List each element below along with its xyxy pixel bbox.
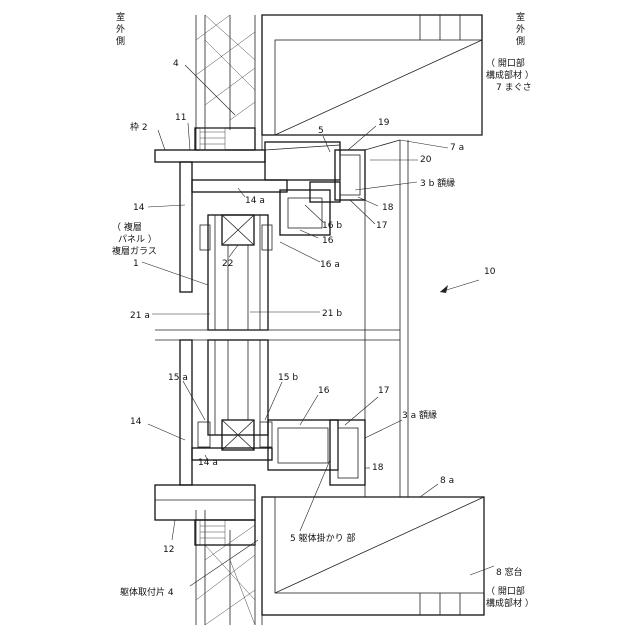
label-17-bot: 17 bbox=[378, 386, 389, 396]
label-17-top: 17 bbox=[376, 221, 387, 231]
label-20: 20 bbox=[420, 155, 432, 165]
label-opening-top-1: （ 開口部 bbox=[486, 57, 525, 69]
label-21a: 21 a bbox=[130, 311, 150, 321]
label-14-top: 14 bbox=[133, 203, 145, 213]
label-16-bot: 16 bbox=[318, 386, 330, 396]
lintel-7 bbox=[262, 15, 482, 135]
label-5-top: 5 bbox=[318, 126, 324, 136]
side-label-left-2: 外 bbox=[116, 23, 125, 35]
label-21b: 21 b bbox=[322, 309, 342, 319]
label-5-bot: 5 躯体掛かり 部 bbox=[290, 532, 355, 544]
label-18-bot: 18 bbox=[372, 463, 384, 473]
side-label-right-2: 外 bbox=[516, 23, 525, 35]
side-label-right-3: 側 bbox=[516, 35, 525, 47]
label-10: 10 bbox=[484, 267, 496, 277]
label-frame-2: 枠 2 bbox=[130, 121, 148, 133]
label-12: 12 bbox=[163, 545, 174, 555]
label-15a: 15 a bbox=[168, 373, 188, 383]
label-opening-top-2: 構成部材 ） bbox=[486, 69, 534, 81]
label-7a: 7 a bbox=[450, 143, 464, 153]
side-label-left: 室 外 側 bbox=[116, 11, 125, 47]
label-panel-3: 複層ガラス bbox=[112, 245, 157, 257]
label-8-sill: 8 窓台 bbox=[496, 566, 523, 578]
label-panel-1: （ 複層 bbox=[112, 221, 142, 233]
wall-structure bbox=[196, 15, 262, 625]
arrow-10-icon bbox=[440, 285, 448, 293]
side-label-right: 室 外 側 bbox=[516, 11, 525, 47]
label-body-attach: 躯体取付片 4 bbox=[120, 586, 174, 598]
side-label-right-1: 室 bbox=[516, 11, 525, 23]
label-8a: 8 a bbox=[440, 476, 454, 486]
label-18-top: 18 bbox=[382, 203, 394, 213]
label-opening-bot-2: 構成部材 ） bbox=[486, 597, 534, 609]
label-11: 11 bbox=[175, 113, 186, 123]
label-1: 1 bbox=[133, 259, 139, 269]
side-label-left-3: 側 bbox=[116, 35, 125, 47]
label-16-top: 16 bbox=[322, 236, 334, 246]
label-3b: 3 b 額縁 bbox=[420, 177, 455, 189]
label-19: 19 bbox=[378, 118, 390, 128]
window-sill-8 bbox=[262, 497, 484, 615]
break-lines bbox=[155, 330, 400, 340]
label-14-bot: 14 bbox=[130, 417, 142, 427]
label-15b: 15 b bbox=[278, 373, 298, 383]
label-3a: 3 a 額縁 bbox=[402, 409, 437, 421]
label-4-top: 4 bbox=[173, 59, 179, 69]
side-label-left-1: 室 bbox=[116, 11, 125, 23]
label-14a-bot: 14 a bbox=[198, 458, 218, 468]
lower-frame-profile bbox=[155, 340, 365, 545]
label-22: 22 bbox=[222, 259, 233, 269]
label-14a-top: 14 a bbox=[245, 196, 265, 206]
interior-wall-10 bbox=[365, 140, 408, 497]
label-16a: 16 a bbox=[320, 260, 340, 270]
double-glazing-panel-1 bbox=[200, 215, 272, 330]
part-labels: 4 11 枠 2 5 19 20 7 a （ 開口部 構成部材 ） 7 まぐさ … bbox=[112, 57, 534, 609]
label-16b: 16 b bbox=[322, 221, 342, 231]
label-7-lintel: 7 まぐさ bbox=[496, 82, 532, 93]
label-opening-bot-1: （ 開口部 bbox=[486, 585, 525, 597]
label-panel-2: パネル ） bbox=[118, 234, 157, 245]
